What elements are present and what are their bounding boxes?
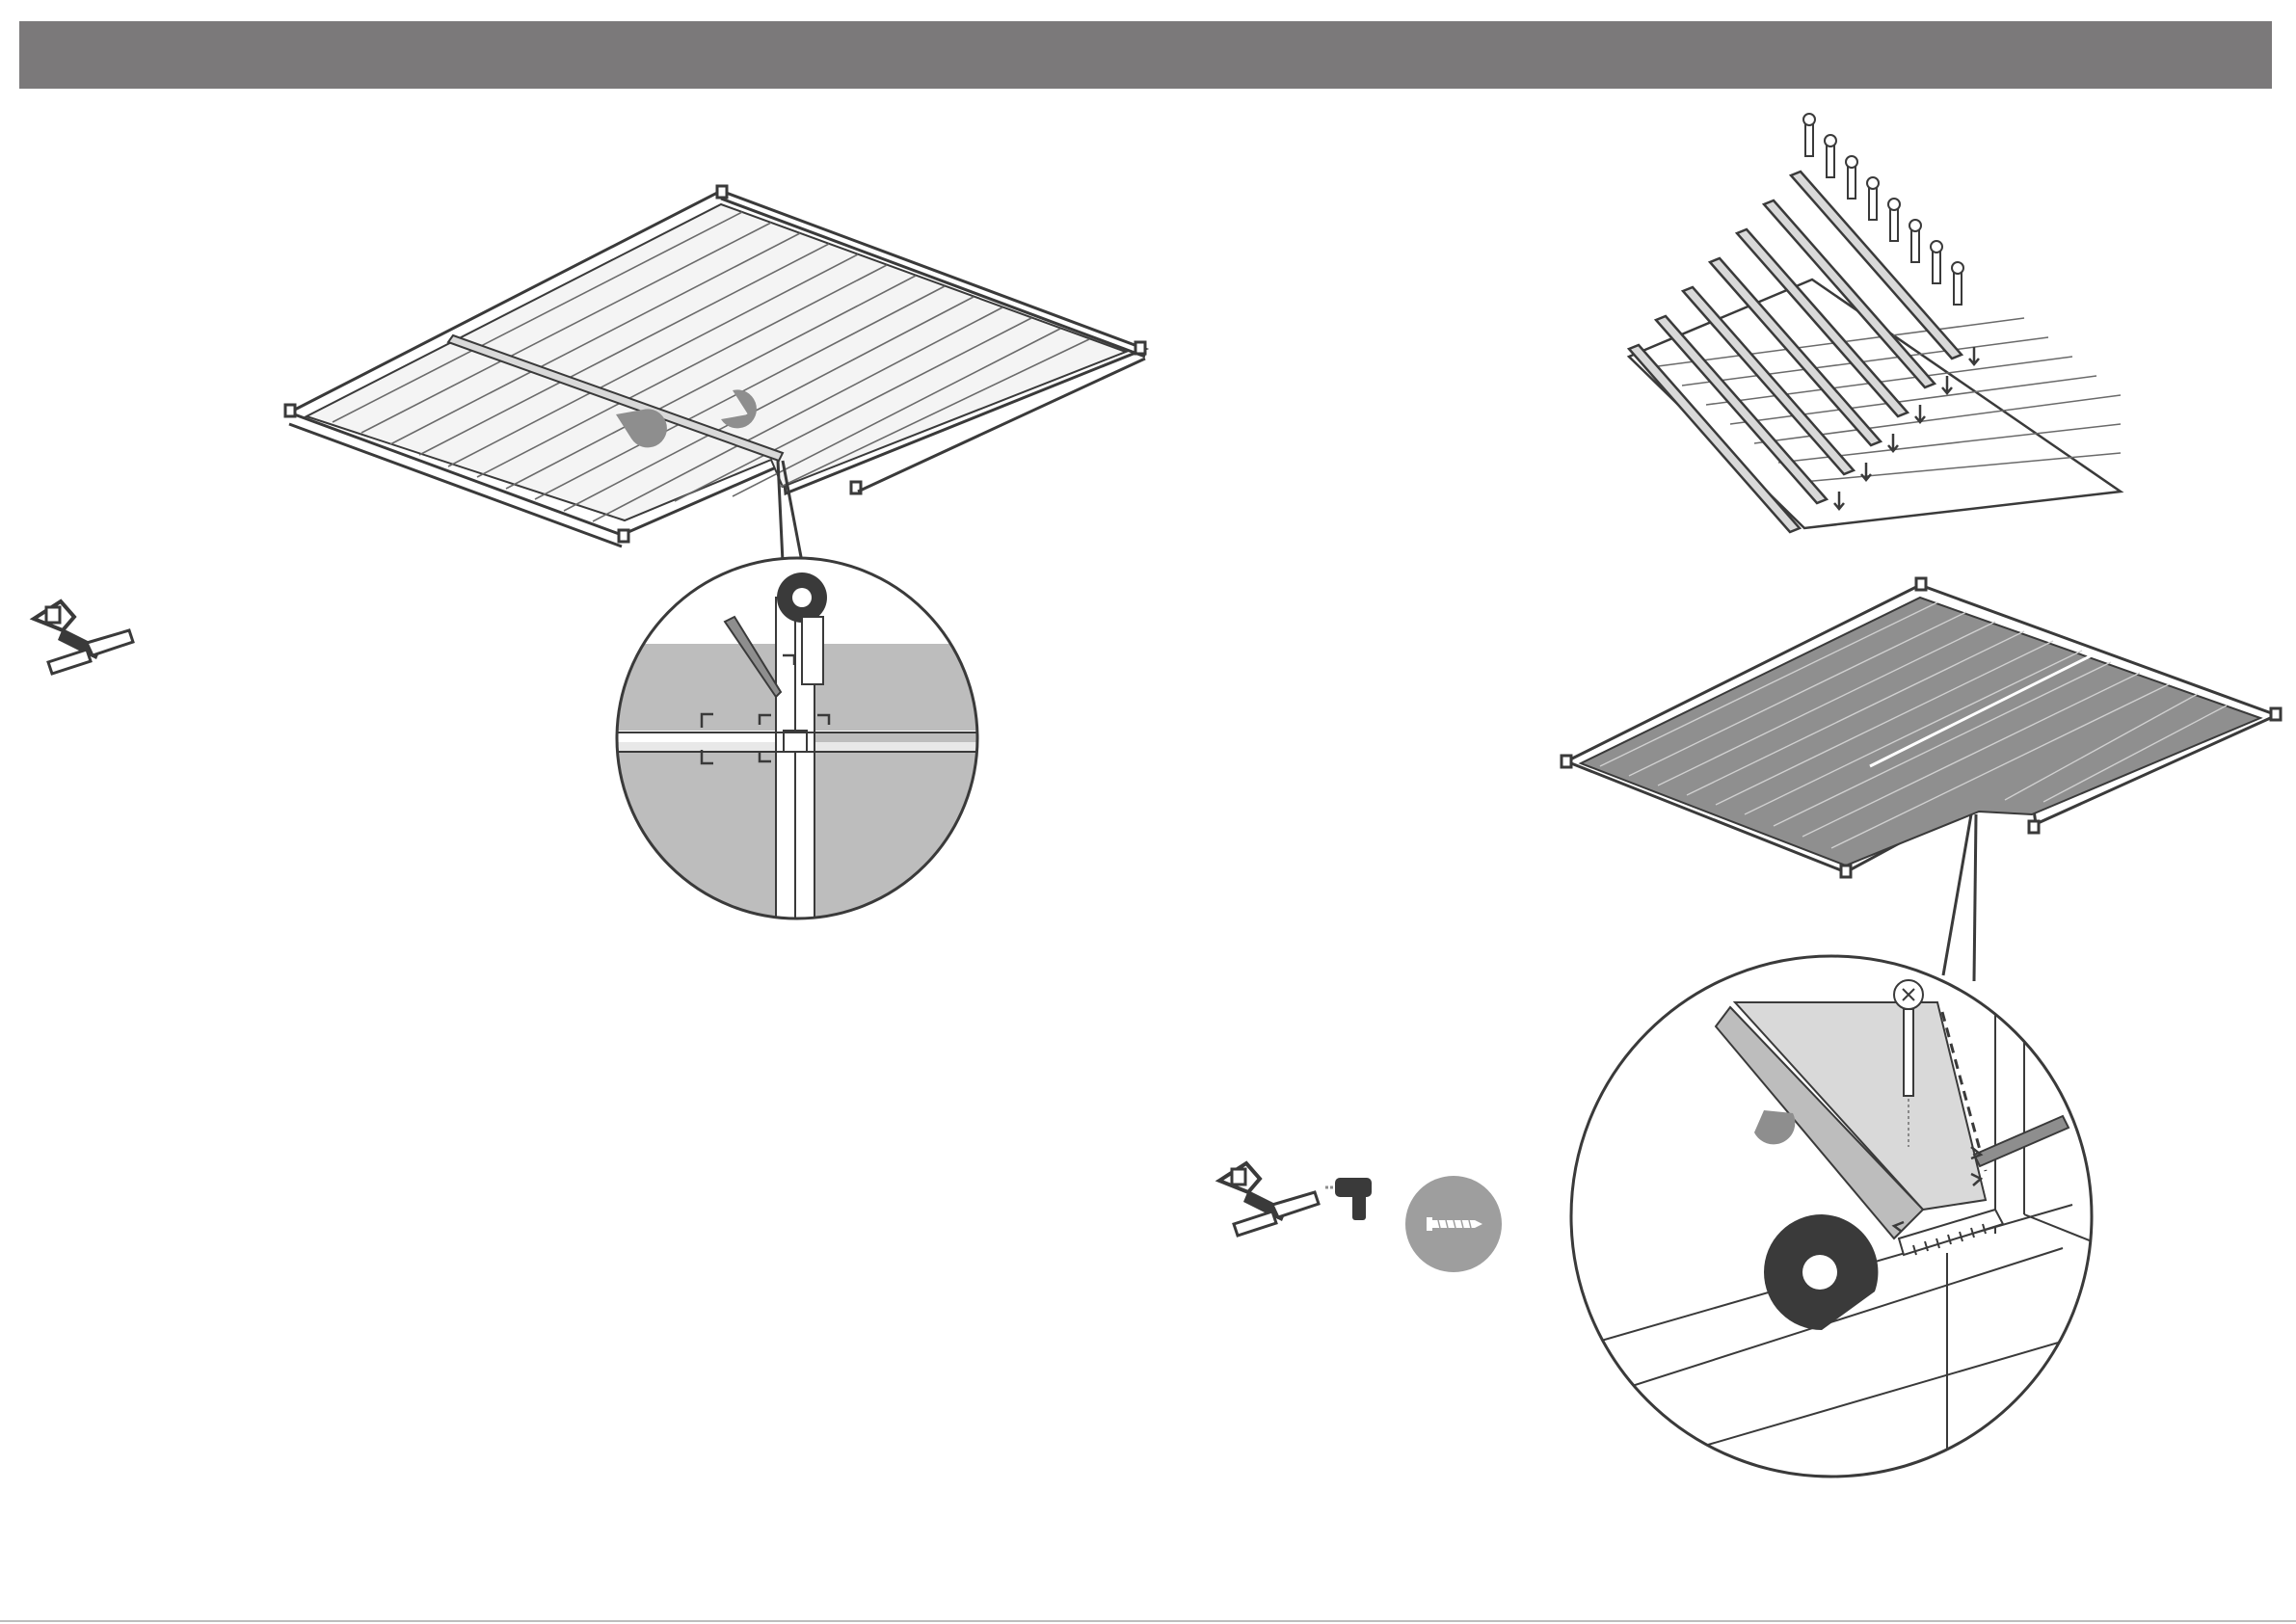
right-boards-exploded	[1629, 114, 2121, 532]
screw-icon	[1405, 1176, 1502, 1272]
drill-icon	[1325, 1178, 1372, 1220]
right-callout-lines	[1943, 814, 1976, 981]
bottom-rule	[0, 1620, 2296, 1622]
right-completed-deck	[1562, 578, 2281, 877]
left-detail-circle	[607, 558, 993, 945]
left-deck-frame	[285, 186, 1145, 546]
right-detail-circle	[1571, 956, 2121, 1477]
saw-icon	[1219, 1163, 1319, 1236]
saw-icon	[34, 601, 133, 674]
